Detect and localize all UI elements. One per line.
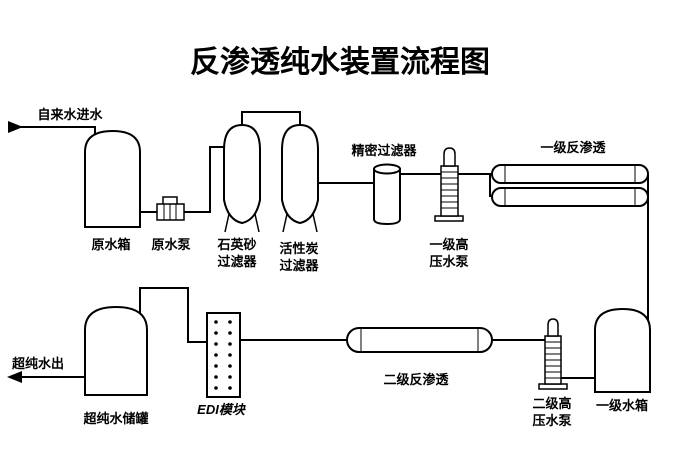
carbon-filter-label-line2: 过滤器 [279,258,319,273]
ro-stage2-label: 二级反渗透 [383,372,448,387]
pipe-edi-to-ultrapure-tank [139,287,207,343]
raw-pump-label: 原水泵 [151,237,190,252]
raw-tank-label: 原水箱 [91,237,130,252]
diagram-title: 反渗透纯水装置流程图 [190,46,490,79]
inlet-label: 自来水进水 [37,107,103,122]
edi-module [206,312,241,398]
hp-pump2-label-line1: 二级高 [532,396,571,411]
pipe-quartz-to-carbon [241,111,301,127]
inlet-arrow-icon [8,121,23,133]
hp-pump-1 [434,147,464,222]
stage1-water-tank [594,307,651,393]
ultrapure-tank-label: 超纯水储罐 [83,411,148,426]
hp-pump2-label-line2: 压水泵 [532,413,571,428]
edi-dots [214,320,232,390]
outlet-arrow-icon [7,371,22,383]
diagram-labels: 自来水进水 原水箱 原水泵 石英砂 过滤器 活性炭 过滤器 精密过滤器 一级高 … [12,107,648,428]
ro-stage2-housing [346,327,493,353]
quartz-filter-label-line1: 石英砂 [216,237,256,252]
raw-water-tank [84,129,141,228]
activated-carbon-filter-vessel [281,123,319,233]
hp-pump1-label-line1: 一级高 [429,237,468,252]
precision-filter-label: 精密过滤器 [351,143,417,158]
raw-water-pump [156,196,185,221]
quartz-sand-filter-vessel [223,123,261,233]
ultrapure-water-tank [84,305,148,396]
edi-module-label: EDI模块 [197,402,246,417]
hp-pump1-label-line2: 压水泵 [429,254,468,269]
carbon-filter-label-line1: 活性炭 [279,241,318,256]
quartz-filter-label-line2: 过滤器 [217,254,257,269]
stage1-tank-label: 一级水箱 [596,398,648,413]
ro-stage1-housings [491,164,649,207]
ro-stage1-label: 一级反渗透 [540,140,605,155]
outlet-label: 超纯水出 [12,356,64,371]
precision-filter-vessel [373,163,401,226]
hp-pump-2 [538,318,568,390]
